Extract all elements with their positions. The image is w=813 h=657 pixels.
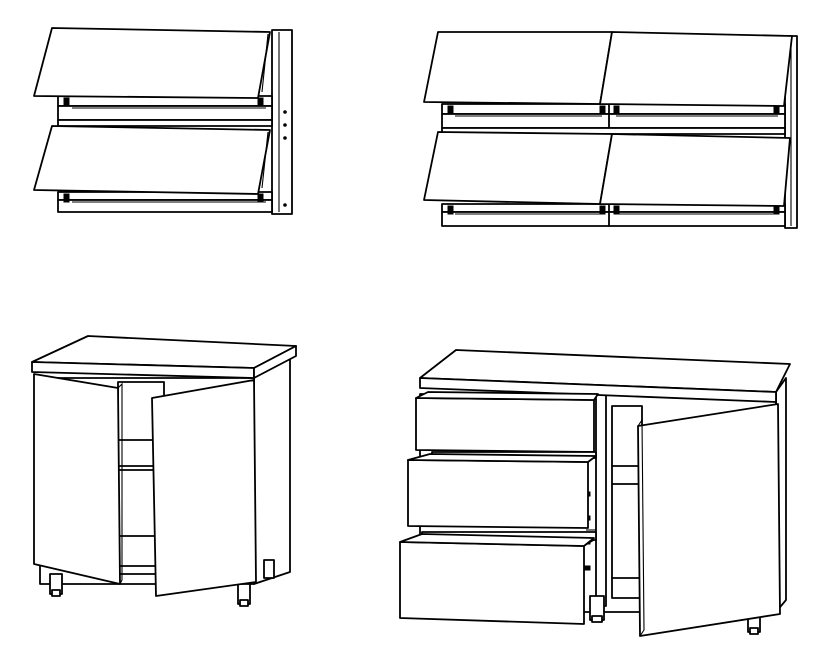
door-right bbox=[151, 379, 257, 597]
drawer-top bbox=[415, 391, 599, 453]
wall-cabinet-single bbox=[33, 27, 293, 215]
base-cabinet-drawers-and-door bbox=[399, 349, 791, 637]
lift-up-front-top-left bbox=[423, 31, 613, 105]
worktop-edge bbox=[419, 377, 777, 403]
center-divider bbox=[595, 393, 607, 607]
interior-back bbox=[611, 405, 643, 599]
lift-up-front-bottom bbox=[33, 125, 271, 195]
side-panel bbox=[271, 29, 293, 215]
base-cabinet-two-doors bbox=[31, 335, 297, 607]
leg bbox=[263, 559, 275, 579]
door bbox=[637, 403, 781, 637]
drawer-middle bbox=[407, 451, 597, 529]
upper-compartment bbox=[441, 103, 786, 135]
lower-compartment bbox=[57, 191, 273, 213]
carcass-side bbox=[253, 351, 291, 585]
wall-cabinet-double bbox=[423, 31, 798, 229]
lift-up-front-bottom-right bbox=[599, 133, 791, 207]
lower-compartment bbox=[441, 203, 786, 227]
drawer-bottom bbox=[399, 531, 597, 625]
lift-up-front-top-right bbox=[599, 31, 793, 107]
lift-up-front-top bbox=[33, 27, 271, 99]
upper-compartment bbox=[57, 95, 273, 127]
lift-up-front-bottom-left bbox=[423, 131, 613, 205]
door-left bbox=[33, 373, 121, 585]
